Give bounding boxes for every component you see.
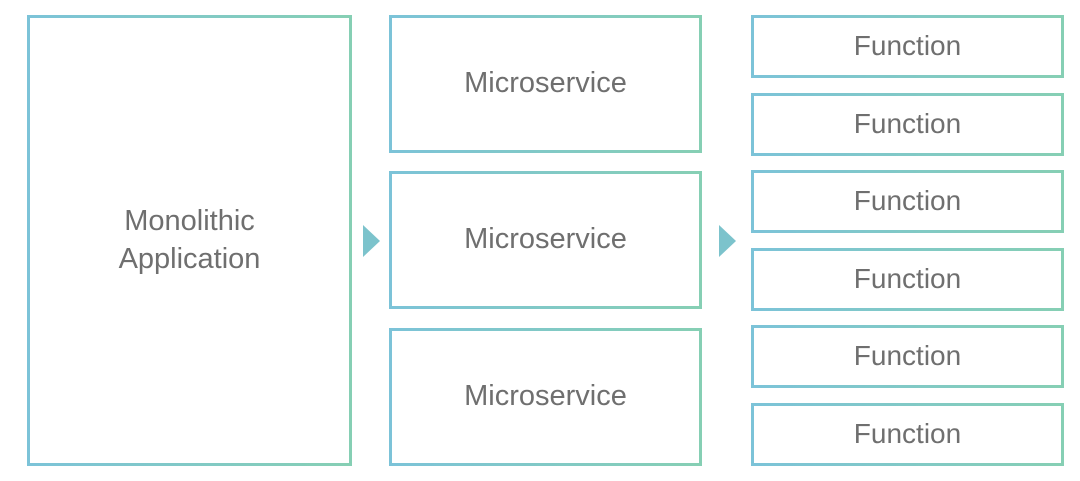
function-label: Function: [853, 340, 962, 372]
monolithic-application-box: Monolithic Application: [27, 15, 352, 466]
microservice-label: Microservice: [464, 223, 627, 256]
function-box: Function: [751, 93, 1064, 156]
microservice-box: Microservice: [389, 15, 702, 153]
function-box: Function: [751, 170, 1064, 233]
microservice-box: Microservice: [389, 328, 702, 466]
function-box: Function: [751, 325, 1064, 388]
function-box: Function: [751, 15, 1064, 78]
monolithic-application-label: Monolithic Application: [118, 204, 261, 275]
arrow-right-icon: [719, 225, 736, 257]
function-label: Function: [853, 30, 962, 62]
function-label: Function: [853, 108, 962, 140]
function-box: Function: [751, 248, 1064, 311]
function-box: Function: [751, 403, 1064, 466]
function-label: Function: [853, 418, 962, 450]
function-label: Function: [853, 263, 962, 295]
microservice-box: Microservice: [389, 171, 702, 309]
arrow-right-icon: [363, 225, 380, 257]
microservice-label: Microservice: [464, 67, 627, 100]
microservice-label: Microservice: [464, 380, 627, 413]
function-label: Function: [853, 185, 962, 217]
